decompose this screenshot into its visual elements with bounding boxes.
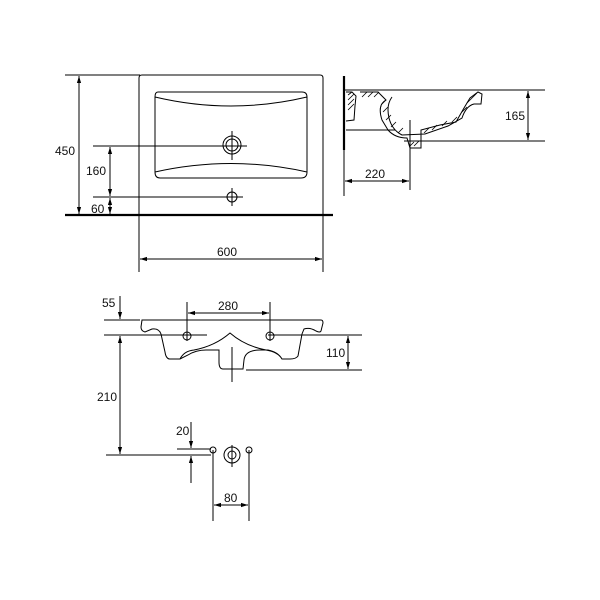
- rim-thickness-label: 55: [102, 296, 116, 310]
- basin-profile: [140, 319, 324, 370]
- tap-to-edge-label: 60: [91, 202, 105, 216]
- top-view: 450 160 60 600: [55, 74, 333, 272]
- drain-height-label: 210: [97, 390, 117, 404]
- side-view: 165 220: [342, 76, 545, 196]
- hole-offset-label: 20: [176, 424, 190, 438]
- drain-offset-label: 220: [365, 167, 385, 181]
- width-label: 600: [217, 245, 237, 259]
- basin-outline: [138, 74, 324, 215]
- basin-section: [345, 91, 483, 149]
- tap-to-back-label: 160: [86, 164, 106, 178]
- front-view: 280 55 110 210 20 80: [97, 296, 362, 521]
- bowl-outline: [154, 91, 308, 179]
- hole-spacing-label: 80: [224, 491, 238, 505]
- height-label: 165: [505, 109, 525, 123]
- depth-label: 450: [55, 144, 75, 158]
- mount-hole-spacing-label: 280: [218, 299, 238, 313]
- bowl-depth-label: 110: [326, 346, 345, 360]
